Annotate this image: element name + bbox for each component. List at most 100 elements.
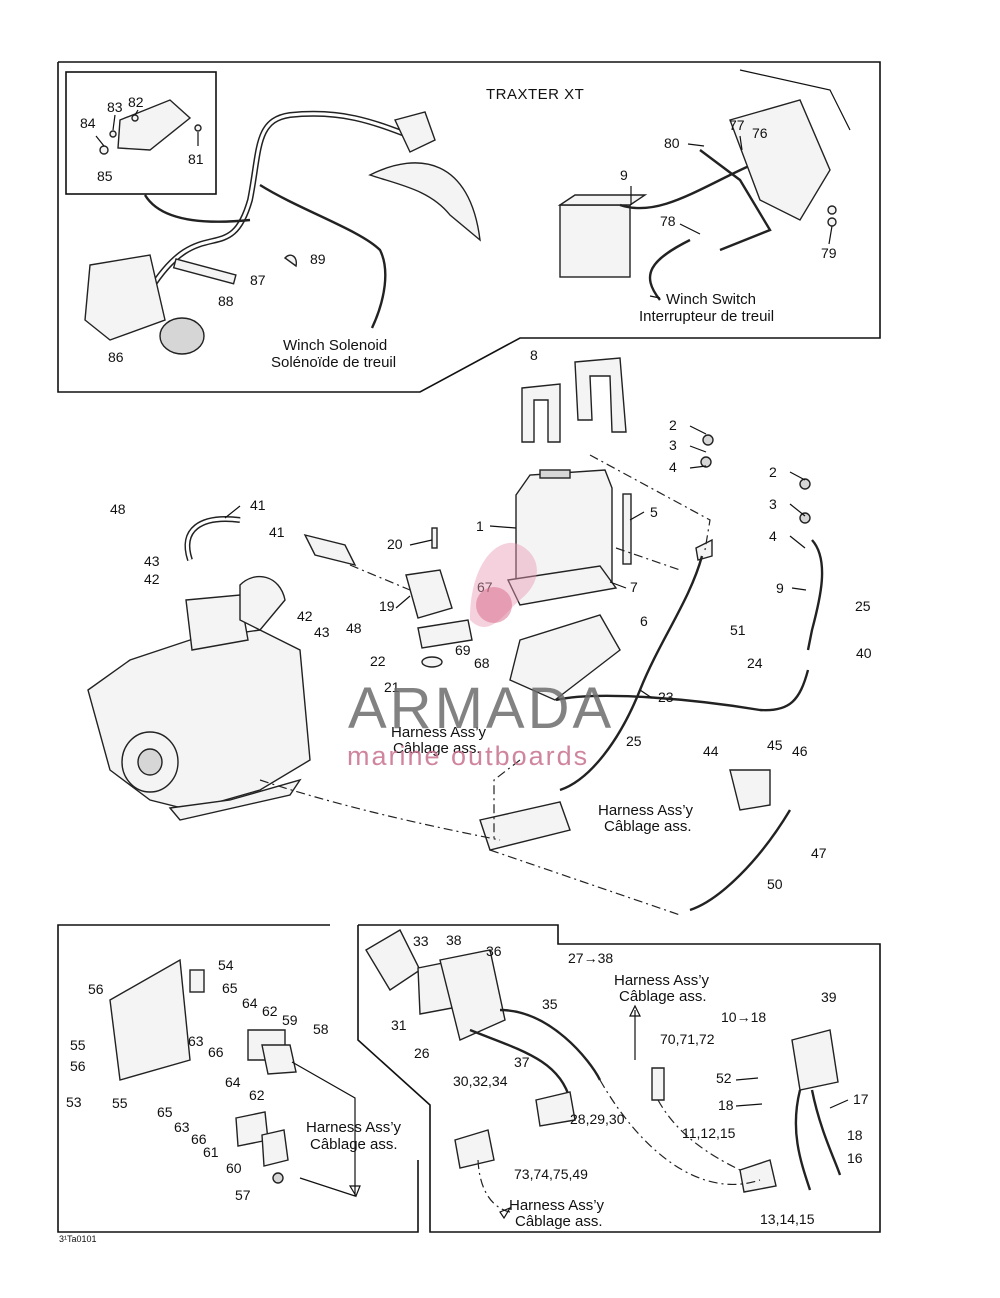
callout-66b: 66: [191, 1131, 207, 1147]
callout-57: 57: [235, 1187, 251, 1203]
callout-24: 24: [747, 655, 763, 671]
battery-assembly: [506, 357, 824, 792]
harness-label-2-fr: Câblage ass.: [604, 818, 692, 835]
callout-26: 26: [414, 1045, 430, 1061]
callout-56a: 56: [88, 981, 104, 997]
ecu-module-parts: [109, 958, 356, 1197]
winch-switch-label-fr: Interrupteur de treuil: [639, 308, 774, 325]
callout-3b: 3: [769, 496, 777, 512]
callout-9a: 9: [620, 167, 628, 183]
diagram-title: TRAXTER XT: [486, 86, 584, 103]
callout-16: 16: [847, 1150, 863, 1166]
callout-44: 44: [703, 743, 719, 759]
figure-reference: 3¹Ta0101: [59, 1234, 97, 1244]
callout-27-38: 27→38: [568, 950, 613, 966]
callout-6: 6: [640, 613, 648, 629]
callout-23: 23: [658, 689, 674, 705]
callout-65a: 65: [222, 980, 238, 996]
callout-4a: 4: [669, 459, 677, 475]
callout-62a: 62: [262, 1003, 278, 1019]
callout-61: 61: [203, 1144, 219, 1160]
callout-43b: 43: [314, 624, 330, 640]
watermark-brand: ARMADA: [348, 676, 614, 741]
callout-43a: 43: [144, 553, 160, 569]
callout-55b: 55: [112, 1095, 128, 1111]
callout-30-32-34: 30,32,34: [453, 1073, 508, 1089]
callout-53: 53: [66, 1094, 82, 1110]
callout-37: 37: [514, 1054, 530, 1070]
callout-80: 80: [664, 135, 680, 151]
callout-42b: 42: [297, 608, 313, 624]
callout-50: 50: [767, 876, 783, 892]
callout-77: 77: [729, 117, 745, 133]
callout-41b: 41: [269, 524, 285, 540]
callout-52: 52: [716, 1070, 732, 1086]
label-arrows: [348, 295, 661, 1220]
callout-86: 86: [108, 349, 124, 365]
callout-68: 68: [474, 655, 490, 671]
winch-harness: [84, 110, 481, 355]
callout-35: 35: [542, 996, 558, 1012]
callout-55a: 55: [70, 1037, 86, 1053]
callout-20: 20: [387, 536, 403, 552]
callout-numbers: 84 83 82 81 85 9 80 77 76 78 79 87 89 88…: [66, 94, 872, 1227]
callout-88: 88: [218, 293, 234, 309]
callout-1: 1: [476, 518, 484, 534]
callout-25a: 25: [855, 598, 871, 614]
callout-76: 76: [752, 125, 768, 141]
inset-frame: [65, 71, 217, 195]
callout-63a: 63: [188, 1033, 204, 1049]
callout-leaders: [224, 135, 849, 1109]
callout-42a: 42: [144, 571, 160, 587]
callout-48a: 48: [110, 501, 126, 517]
callout-28-29-30: 28,29,30: [570, 1111, 625, 1127]
callout-58: 58: [313, 1021, 329, 1037]
harness-label-5-fr: Câblage ass.: [515, 1213, 603, 1230]
winch-solenoid-label-fr: Solénoïde de treuil: [271, 354, 396, 371]
callout-64a: 64: [242, 995, 258, 1011]
armada-watermark: ARMADA marine outboards: [347, 542, 614, 771]
callout-8: 8: [530, 347, 538, 363]
harness-label-5-en: Harness Ass’y: [509, 1197, 605, 1214]
harness-label-2-en: Harness Ass’y: [598, 802, 694, 819]
engine-block: [87, 516, 311, 821]
callout-7: 7: [630, 579, 638, 595]
callout-18b: 18: [847, 1127, 863, 1143]
callout-39: 39: [821, 989, 837, 1005]
bottom-left-frame: [57, 924, 419, 1233]
inset-bracket: [95, 99, 202, 155]
callout-47: 47: [811, 845, 827, 861]
callout-69: 69: [455, 642, 471, 658]
callout-78: 78: [660, 213, 676, 229]
callout-2b: 2: [769, 464, 777, 480]
callout-31: 31: [391, 1017, 407, 1033]
relay-box-parts: [365, 929, 842, 1213]
callout-65b: 65: [157, 1104, 173, 1120]
callout-46: 46: [792, 743, 808, 759]
callout-18a: 18: [718, 1097, 734, 1113]
callout-73-74-75-49: 73,74,75,49: [514, 1166, 588, 1182]
winch-switch-label-en: Winch Switch: [666, 291, 756, 308]
callout-10-18: 10→18: [721, 1009, 766, 1025]
callout-87: 87: [250, 272, 266, 288]
callout-17: 17: [853, 1091, 869, 1107]
callout-63b: 63: [174, 1119, 190, 1135]
callout-64b: 64: [225, 1074, 241, 1090]
callout-25b: 25: [626, 733, 642, 749]
callout-84: 84: [80, 115, 96, 131]
callout-41a: 41: [250, 497, 266, 513]
callout-11-12-15: 11,12,15: [682, 1125, 736, 1141]
callout-89: 89: [310, 251, 326, 267]
callout-9b: 9: [776, 580, 784, 596]
callout-79: 79: [821, 245, 837, 261]
callout-59: 59: [282, 1012, 298, 1028]
harness-label-4-fr: Câblage ass.: [310, 1136, 398, 1153]
callout-45: 45: [767, 737, 783, 753]
callout-81: 81: [188, 151, 204, 167]
callout-62b: 62: [249, 1087, 265, 1103]
callout-21: 21: [384, 679, 400, 695]
callout-33: 33: [413, 933, 429, 949]
callout-83: 83: [107, 99, 123, 115]
callout-82: 82: [128, 94, 144, 110]
